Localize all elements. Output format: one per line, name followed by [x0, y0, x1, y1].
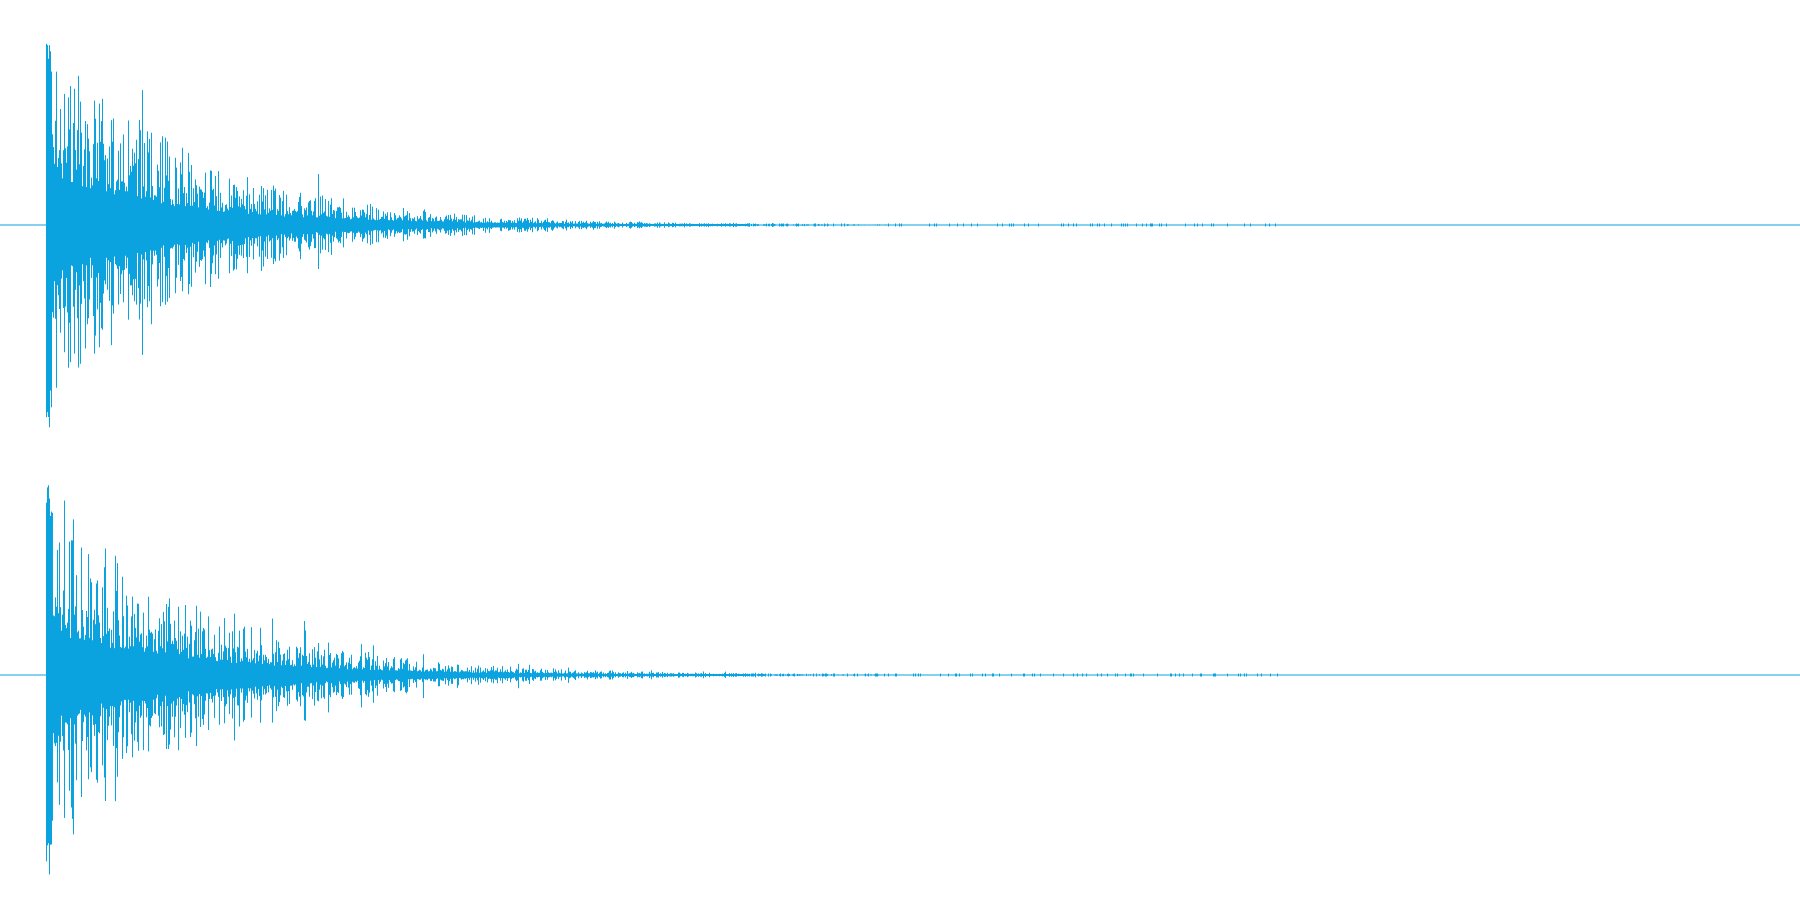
waveform-samples: [46, 43, 1280, 428]
waveform-samples: [46, 485, 1278, 875]
waveform-channel-right: [0, 485, 1800, 875]
waveform-channel-left: [0, 43, 1800, 428]
